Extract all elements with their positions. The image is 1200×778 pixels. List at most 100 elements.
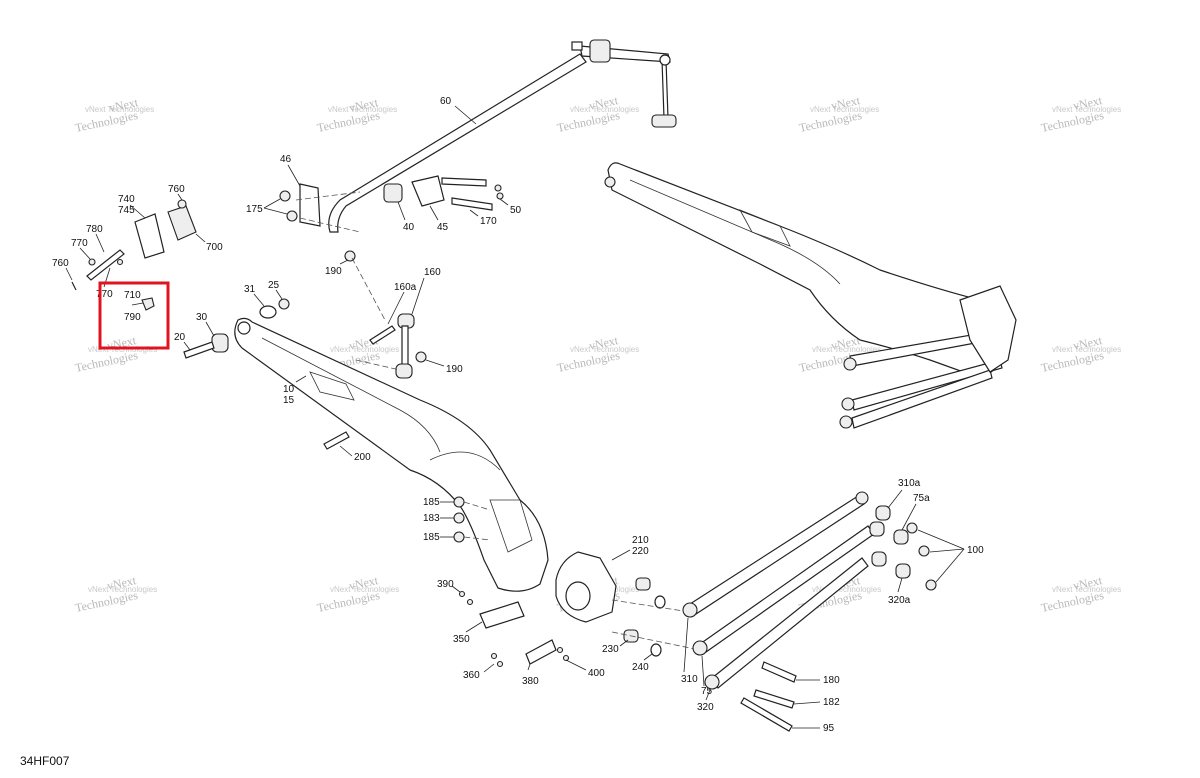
bracket-46[interactable] <box>299 183 321 227</box>
svg-text:vNext: vNext <box>348 333 380 353</box>
sensor-bracket-740[interactable] <box>134 213 165 259</box>
screw-760b[interactable] <box>71 281 77 291</box>
rear-arm-background <box>604 162 1017 429</box>
leader-line <box>183 341 191 351</box>
callout-200: 200 <box>354 452 371 463</box>
bolt-200[interactable] <box>323 431 350 450</box>
leader-line <box>527 663 531 671</box>
bolt-182[interactable] <box>753 689 795 709</box>
leader-line <box>177 193 183 201</box>
leader-line <box>887 489 903 509</box>
assembly-line <box>355 359 401 371</box>
link-rod-780[interactable] <box>86 249 125 281</box>
bushing-75a[interactable] <box>893 529 909 545</box>
callout-310a: 310a <box>898 478 921 489</box>
nut-185a[interactable] <box>453 496 465 508</box>
end-link-top-ball <box>659 54 671 66</box>
leader-line <box>483 663 495 673</box>
callout-50: 50 <box>510 205 522 216</box>
nut-50a[interactable] <box>494 184 502 192</box>
nut-770b[interactable] <box>116 258 124 266</box>
leader-line <box>429 205 439 221</box>
bolt-170a[interactable] <box>441 177 487 187</box>
bushing-320a[interactable] <box>895 563 911 579</box>
stabilizer-bar-end-bracket[interactable] <box>589 39 611 63</box>
callout-770a: 770 <box>71 238 88 249</box>
bolt-180[interactable] <box>761 661 797 683</box>
callout-185a: 185 <box>423 497 440 508</box>
assembly-line <box>295 191 361 201</box>
callout-710: 710 <box>124 290 141 301</box>
nut-25[interactable] <box>278 298 290 310</box>
clip-710[interactable] <box>141 297 155 311</box>
leader-line <box>793 701 821 705</box>
nut-190a[interactable] <box>344 250 356 262</box>
trailing-arm[interactable] <box>234 317 549 592</box>
svg-text:vNext: vNext <box>106 573 138 593</box>
link-end-320 <box>704 674 720 690</box>
clamp-45[interactable] <box>411 175 445 207</box>
bushing-link <box>869 521 885 537</box>
stabilizer-end-link[interactable] <box>661 59 669 119</box>
callout-30: 30 <box>196 312 208 323</box>
leader-line <box>131 302 144 306</box>
screw-360b[interactable] <box>496 660 504 668</box>
screw-390a[interactable] <box>458 590 466 598</box>
leader-line <box>397 201 406 221</box>
trailing-arm-slot <box>309 371 355 401</box>
nut-190b[interactable] <box>415 351 427 363</box>
svg-text:vNext: vNext <box>348 95 380 115</box>
bolt-170b[interactable] <box>451 197 493 211</box>
ring-upper <box>654 595 666 609</box>
assembly-line <box>299 217 361 233</box>
bracket-350[interactable] <box>479 601 525 629</box>
o-ring-31[interactable] <box>259 305 277 319</box>
link-bushing-lower <box>395 363 413 379</box>
bushing-30[interactable] <box>211 333 229 353</box>
watermark: vNext Technologies vNext Technologies <box>316 95 398 135</box>
callout-160: 160 <box>424 267 441 278</box>
nut-50b[interactable] <box>496 192 504 200</box>
nut-100c[interactable] <box>925 579 937 591</box>
nut-175b[interactable] <box>286 210 298 222</box>
svg-text:vNext Technologies: vNext Technologies <box>88 585 157 594</box>
leader-line <box>619 639 629 647</box>
watermark: vNext Technologies vNext Technologies <box>1040 93 1122 135</box>
screw-760[interactable] <box>177 199 187 209</box>
plate-380[interactable] <box>525 639 557 665</box>
screw-400b[interactable] <box>562 654 570 662</box>
leader-line <box>469 209 479 217</box>
washer-183[interactable] <box>453 512 465 524</box>
callout-10: 10 <box>283 384 295 395</box>
nut-185b[interactable] <box>453 531 465 543</box>
svg-text:vNext Technologies: vNext Technologies <box>328 105 397 114</box>
leader-line <box>917 529 965 550</box>
stabilizer-bar-body[interactable] <box>328 53 587 233</box>
bolt-20[interactable] <box>183 341 215 359</box>
nut-770a[interactable] <box>88 258 96 266</box>
screw-390b[interactable] <box>466 598 474 606</box>
bolt-95[interactable] <box>740 697 793 732</box>
callout-40: 40 <box>403 222 415 233</box>
bushing-310a[interactable] <box>875 505 891 521</box>
stabilizer-link-160[interactable] <box>401 325 409 367</box>
leader-line <box>387 291 405 325</box>
svg-text:vNext Technologies: vNext Technologies <box>812 585 881 594</box>
nut-100a[interactable] <box>906 522 918 534</box>
leader-line <box>275 289 283 300</box>
link-bolt-160a[interactable] <box>369 325 396 345</box>
svg-text:vNext: vNext <box>1072 573 1104 593</box>
highlight-box[interactable] <box>98 281 170 350</box>
bushing-40[interactable] <box>383 183 403 203</box>
callout-100: 100 <box>967 545 984 556</box>
nut-100b[interactable] <box>918 545 930 557</box>
leader-line <box>643 653 653 661</box>
watermark: vNext Technologies vNext Technologies <box>1040 573 1122 615</box>
nut-175a[interactable] <box>279 190 291 202</box>
screw-400a[interactable] <box>556 646 564 654</box>
leader-line <box>253 293 265 307</box>
height-sensor-700[interactable] <box>167 205 197 241</box>
screw-360a[interactable] <box>490 652 498 660</box>
callout-700: 700 <box>206 242 223 253</box>
ring-240[interactable] <box>650 643 662 657</box>
